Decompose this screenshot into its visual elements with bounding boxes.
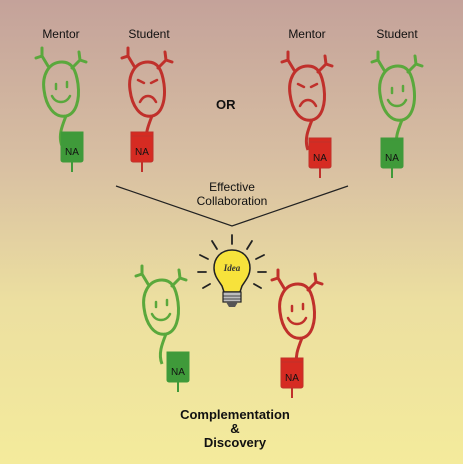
or-label: OR: [216, 97, 236, 112]
label-left-mentor: Mentor: [42, 27, 80, 41]
right-student-na: NA: [385, 153, 399, 164]
left-student-na: NA: [135, 147, 149, 158]
collaboration-label: Effective Collaboration: [190, 180, 274, 208]
result-line-3: Discovery: [203, 435, 267, 450]
bottom-mentor-na: NA: [171, 367, 185, 378]
right-mentor-figure: [280, 50, 334, 152]
lightbulb-icon: Idea: [197, 234, 267, 307]
bottom-student-figure: [270, 268, 324, 370]
left-mentor-figure: [34, 46, 88, 148]
label-right-mentor: Mentor: [288, 27, 326, 41]
right-student-figure: [370, 50, 424, 152]
label-right-student: Student: [376, 27, 418, 41]
label-left-student: Student: [128, 27, 170, 41]
left-mentor-na: NA: [65, 147, 79, 158]
result-line-1: Complementation: [180, 407, 290, 422]
collaboration-line-1: Effective: [209, 180, 255, 194]
bottom-student-na: NA: [285, 373, 299, 384]
convergence-lines: [115, 185, 349, 227]
result-line-2: &: [230, 421, 240, 436]
result-label: Complementation & Discovery: [160, 408, 310, 450]
right-mentor-na: NA: [313, 153, 327, 164]
idea-text: Idea: [223, 263, 241, 273]
bottom-mentor-figure: [134, 264, 188, 366]
left-student-figure: [120, 46, 174, 148]
collaboration-line-2: Collaboration: [196, 194, 268, 208]
